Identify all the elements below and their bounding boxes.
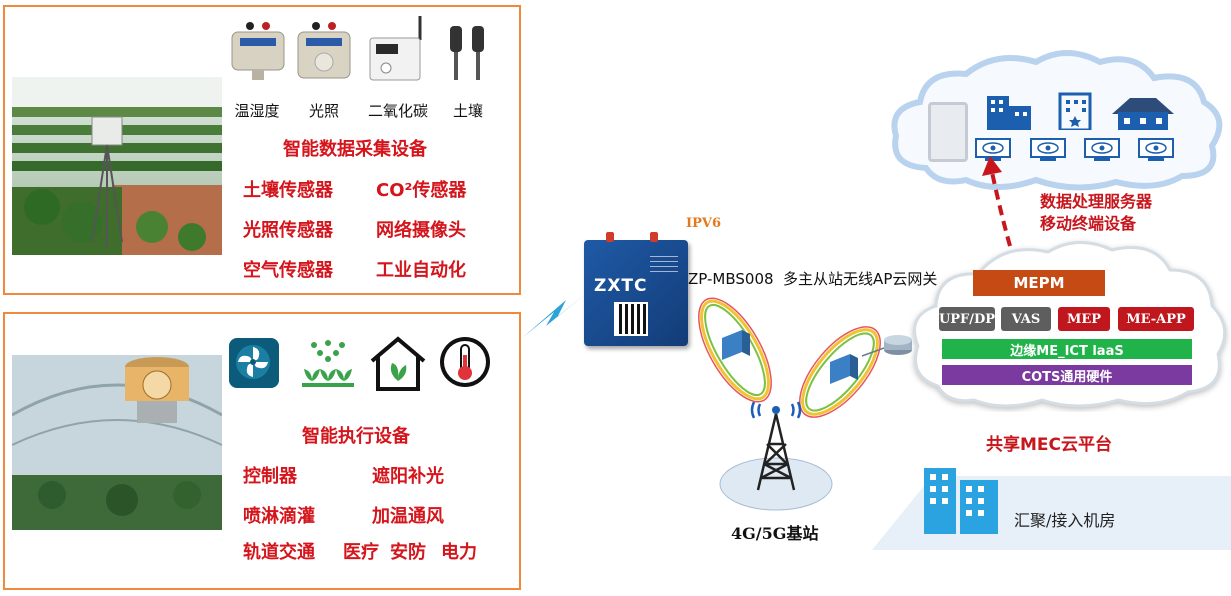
switch-icon-right	[830, 354, 858, 384]
cots-bar: COTS通用硬件	[942, 365, 1192, 385]
data-collection-title: 智能数据采集设备	[283, 139, 427, 160]
greenhouse-photo-sensors	[12, 77, 222, 255]
datacenter-building-icon	[920, 464, 1002, 536]
wireless-bolt-icon	[522, 292, 588, 338]
base-station-label: 4G/5G基站	[731, 524, 819, 543]
execution-title: 智能执行设备	[302, 426, 410, 447]
wireless-ring-left	[700, 299, 770, 401]
uplink-arrow	[982, 156, 1012, 247]
mec-platform-label: 共享MEC云平台	[986, 435, 1113, 455]
greenhouse-icon	[368, 333, 428, 393]
iaas-bar: 边缘ME_ICT laaS	[942, 339, 1192, 359]
gateway-led-panel	[650, 254, 678, 272]
sensor-label-soil: 土壤	[452, 102, 483, 120]
sprout-icon	[300, 337, 356, 391]
hotel-building-icon	[1058, 90, 1092, 132]
switch-icon-left	[722, 330, 750, 360]
fan-icon	[228, 337, 280, 389]
chip-upf-dp: UPF/DP	[939, 307, 995, 331]
sensor-label-light: 光照	[308, 102, 339, 120]
gateway-device: ZXTC	[584, 232, 688, 346]
item-co2-sensor: CO²传感器	[376, 180, 467, 201]
item-rail-transit: 轨道交通	[243, 542, 315, 563]
gateway-brand: ZXTC	[594, 276, 648, 296]
soil-probe-icon	[442, 24, 496, 84]
item-air-sensor: 空气传感器	[243, 260, 333, 281]
sensor-label-co2: 二氧化碳	[367, 102, 428, 120]
light-sensor-icon	[296, 20, 352, 82]
mepm-bar: MEPM	[973, 270, 1105, 296]
antenna-left	[606, 232, 614, 242]
item-power: 电力	[441, 542, 477, 563]
cloud-caption-line1: 数据处理服务器	[1040, 192, 1153, 211]
office-building-icon	[985, 94, 1033, 130]
gateway-label: ZP-MBS008 多主从站无线AP云网关	[688, 270, 938, 288]
antenna-right	[650, 232, 658, 242]
item-light-sensor: 光照传感器	[243, 220, 333, 241]
house-icon	[1110, 94, 1176, 130]
item-soil-sensor: 土壤传感器	[243, 180, 333, 201]
gateway-qr-code	[614, 302, 648, 336]
item-security: 安防	[390, 542, 426, 563]
co2-sensor-icon	[366, 14, 428, 84]
sensor-label-humidity: 温湿度	[234, 102, 280, 120]
greenhouse-photo-fans	[12, 355, 222, 530]
access-room-label: 汇聚/接入机房	[1014, 511, 1116, 530]
monitor-icon-2	[1030, 138, 1066, 162]
item-medical: 医疗	[343, 542, 379, 563]
humidity-sensor-icon	[228, 20, 288, 82]
monitor-icon-3	[1084, 138, 1120, 162]
cloud-caption-line2: 移动终端设备	[1040, 214, 1137, 233]
wireless-ring-right	[801, 328, 879, 416]
item-heating-ventilation: 加温通风	[372, 506, 444, 527]
item-controller: 控制器	[243, 466, 297, 487]
chip-mep: MEP	[1058, 307, 1110, 331]
monitor-icon-1	[975, 138, 1011, 162]
thermometer-icon	[438, 335, 492, 389]
gateway-badge: IPV6	[686, 216, 721, 231]
item-network-camera: 网络摄像头	[376, 220, 466, 241]
chip-vas: VAS	[1001, 307, 1051, 331]
chip-me-app: ME-APP	[1118, 307, 1194, 331]
tablet-icon	[928, 102, 968, 162]
monitor-icon-4	[1138, 138, 1174, 162]
item-industrial-automation: 工业自动化	[376, 260, 466, 281]
item-shading-light: 遮阳补光	[372, 466, 444, 487]
base-station	[716, 398, 836, 516]
router-icon	[884, 335, 912, 355]
item-irrigation: 喷淋滴灌	[243, 506, 315, 527]
